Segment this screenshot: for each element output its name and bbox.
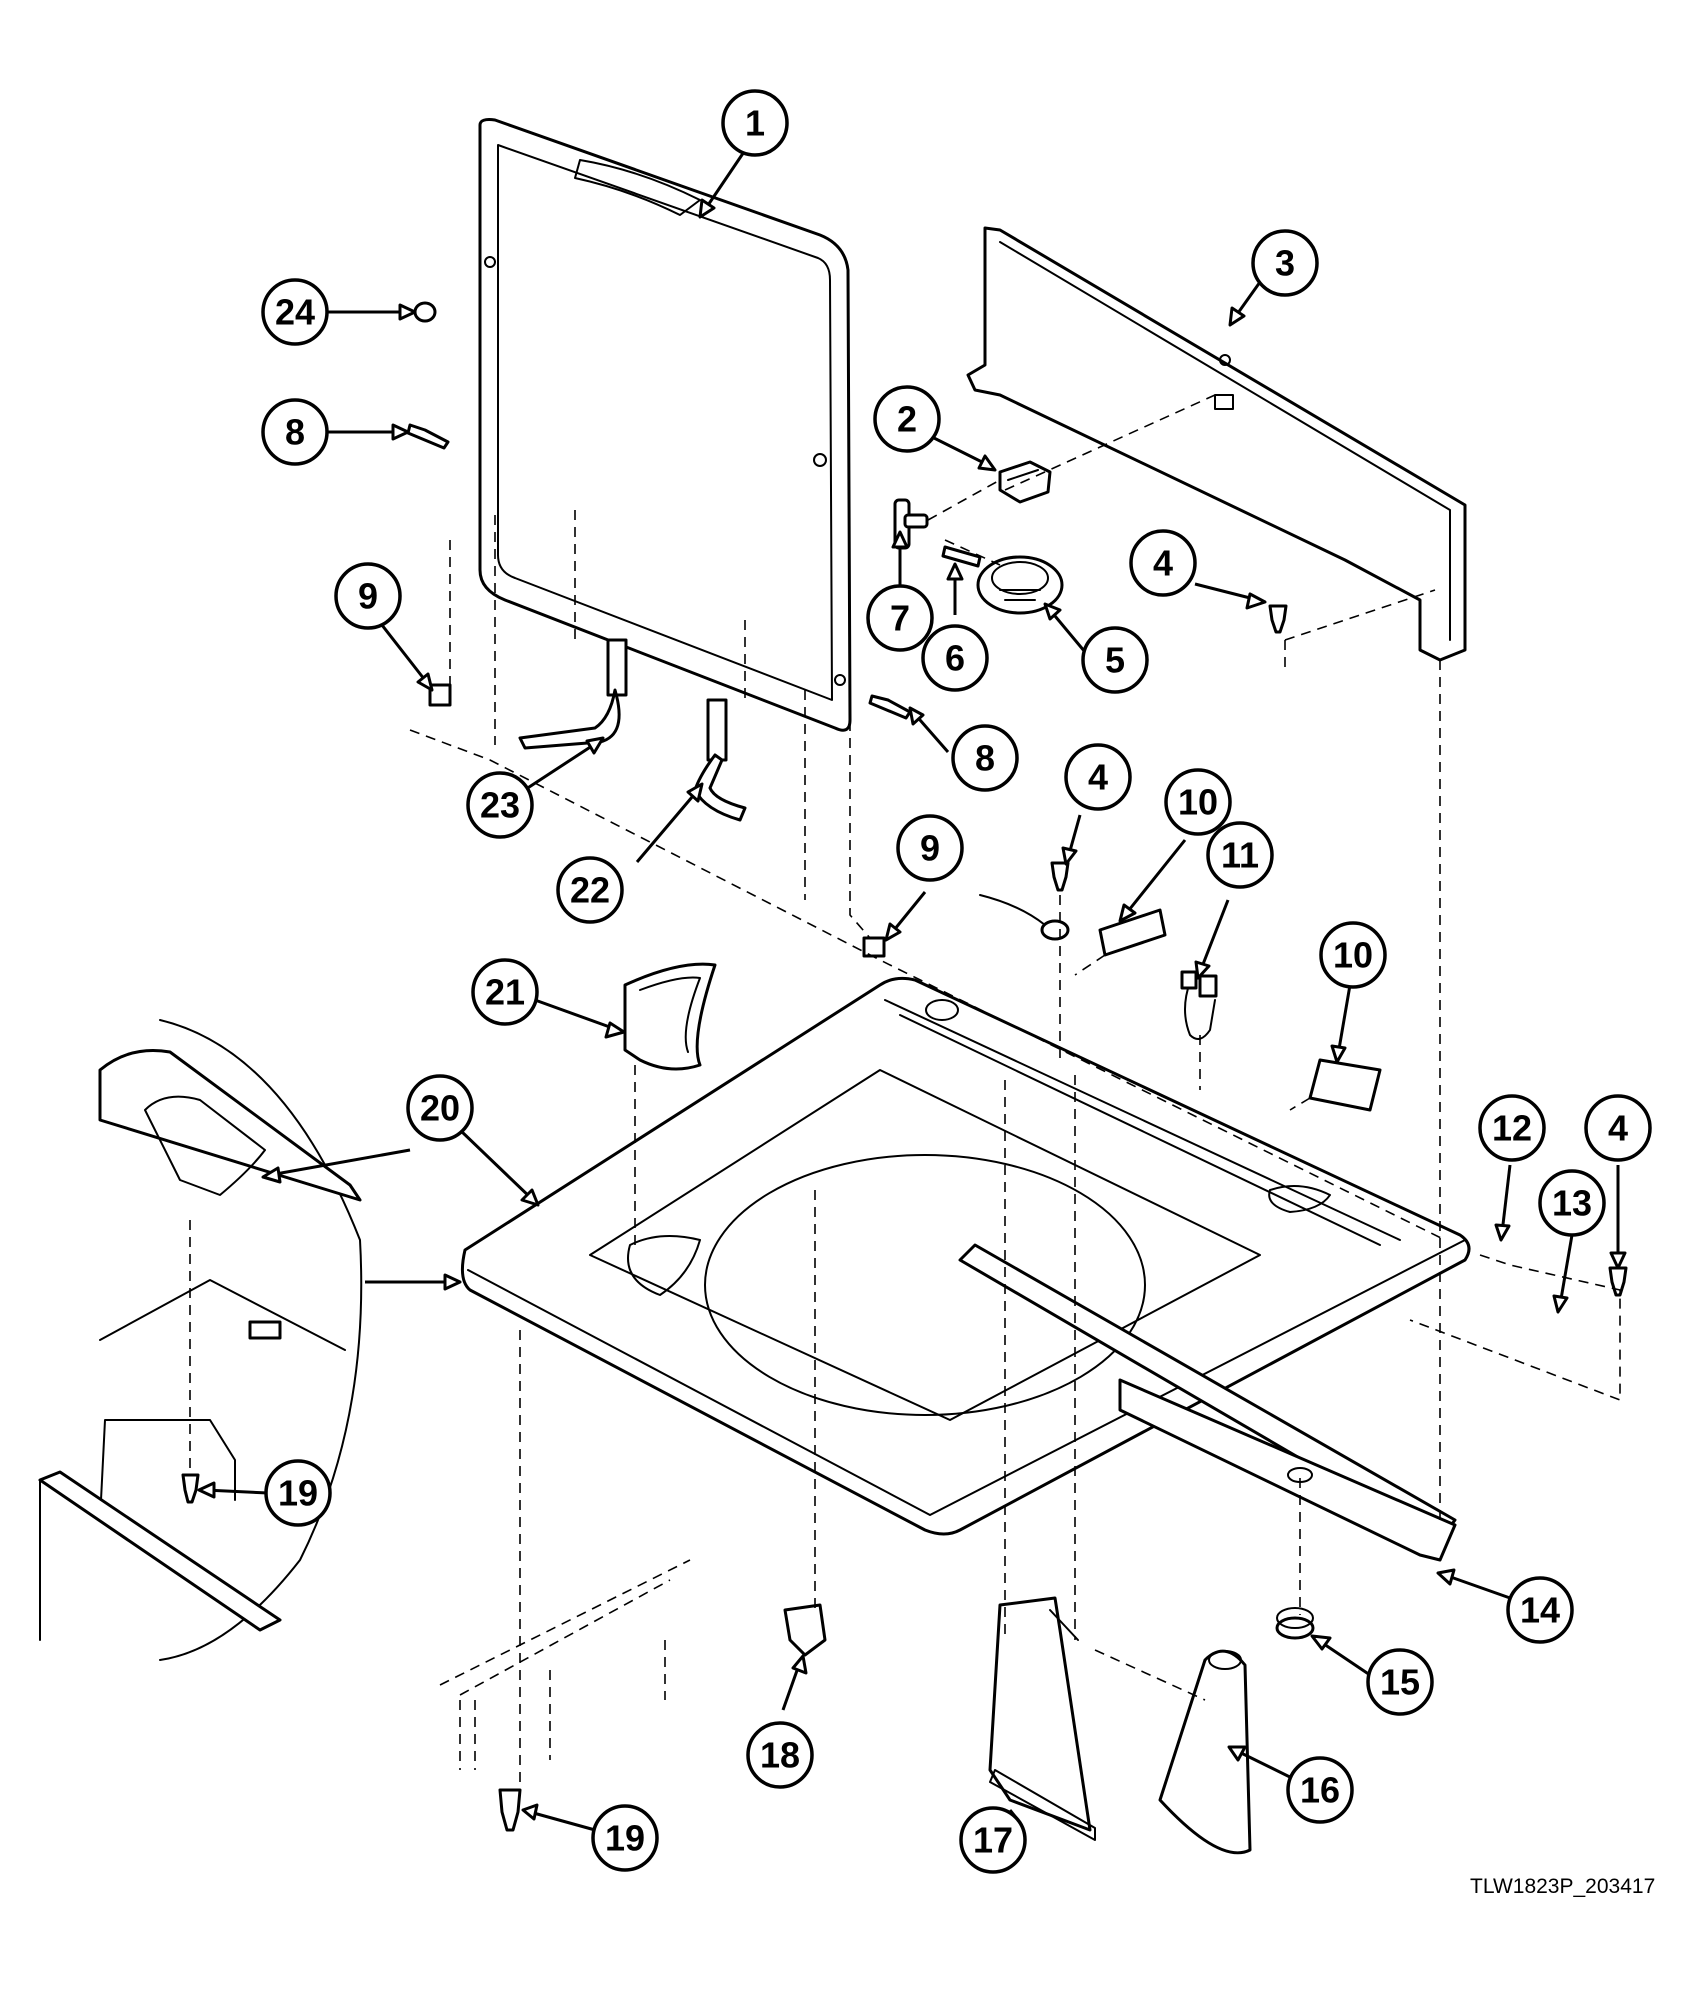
callout-4: 4 [1584, 1094, 1652, 1162]
callout-label: 5 [1105, 640, 1125, 681]
callout-label: 9 [358, 576, 378, 617]
alignment-lines [189, 394, 1621, 1790]
callout-8: 8 [951, 724, 1019, 792]
leg-shroud [1158, 1649, 1252, 1855]
callout-label: 19 [605, 1818, 645, 1859]
wire-harness [1180, 970, 1218, 1040]
callout-2: 2 [873, 385, 941, 453]
callout-label: 9 [920, 828, 940, 869]
plug-button [413, 301, 437, 323]
callout-label: 10 [1333, 935, 1373, 976]
callout-label: 4 [1088, 757, 1108, 798]
callout-label: 23 [480, 785, 520, 826]
callout-13: 13 [1538, 1169, 1606, 1237]
callout-label: 6 [945, 638, 965, 679]
screw-4-b [1050, 861, 1070, 892]
callout-5: 5 [1081, 626, 1149, 694]
callout-14: 14 [1506, 1576, 1574, 1644]
callout-9: 9 [334, 562, 402, 630]
snubber-clip [783, 1603, 827, 1657]
callout-label: 24 [275, 292, 315, 333]
callout-12: 12 [1478, 1094, 1546, 1162]
callout-4: 4 [1064, 743, 1132, 811]
callout-24: 24 [261, 278, 329, 346]
label-upper [1098, 908, 1167, 957]
bleach-dispenser [623, 962, 717, 1071]
callout-label: 21 [485, 972, 525, 1013]
pressure-switch [976, 555, 1064, 615]
callout-10: 10 [1164, 768, 1232, 836]
callout-label: 12 [1492, 1108, 1532, 1149]
callout-21: 21 [471, 958, 539, 1026]
screw-19-inset [181, 1473, 200, 1504]
label-lower [1308, 1058, 1382, 1112]
screw-upper [406, 423, 450, 450]
callout-7: 7 [866, 584, 934, 652]
callout-label: 10 [1178, 782, 1218, 823]
callout-4: 4 [1129, 529, 1197, 597]
callout-19: 19 [264, 1459, 332, 1527]
inset-detail [38, 1019, 363, 1661]
lid-frame [478, 118, 852, 732]
callout-17: 17 [959, 1806, 1027, 1874]
callout-label: 18 [760, 1735, 800, 1776]
callout-8: 8 [261, 398, 329, 466]
callout-3: 3 [1251, 229, 1319, 297]
hinge-left [518, 638, 628, 750]
callout-9: 9 [896, 814, 964, 882]
clip-right [862, 936, 886, 958]
callout-19: 19 [591, 1804, 659, 1872]
grommet [1275, 1607, 1315, 1640]
callout-10: 10 [1319, 921, 1387, 989]
leader-lines [197, 139, 1627, 1832]
callout-20: 20 [406, 1074, 474, 1142]
callout-15: 15 [1366, 1648, 1434, 1716]
callout-label: 20 [420, 1088, 460, 1129]
callout-label: 4 [1608, 1108, 1628, 1149]
screw-4-a [1268, 604, 1288, 634]
callout-label: 17 [973, 1820, 1013, 1861]
callout-1: 1 [721, 89, 789, 157]
callout-label: 8 [285, 412, 305, 453]
screw-4-c [1608, 1266, 1628, 1297]
rear-rail [958, 1243, 1457, 1562]
callout-label: 8 [975, 738, 995, 779]
screw-lower [868, 694, 912, 720]
drawing-code: TLW1823P_203417 [1470, 1875, 1656, 1898]
callout-label: 16 [1300, 1770, 1340, 1811]
callout-label: 19 [278, 1473, 318, 1514]
callout-16: 16 [1286, 1756, 1354, 1824]
air-tube [941, 545, 982, 568]
leg-bracket [988, 1596, 1096, 1841]
callout-label: 22 [570, 870, 610, 911]
ground-wire [979, 894, 1046, 926]
callout-18: 18 [746, 1721, 814, 1789]
callout-label: 4 [1153, 543, 1173, 584]
callout-label: 2 [897, 399, 917, 440]
screw-19-bottom [498, 1788, 522, 1832]
callout-label: 14 [1520, 1590, 1560, 1631]
callout-label: 3 [1275, 243, 1295, 284]
hinge-right [693, 698, 747, 822]
callout-label: 15 [1380, 1662, 1420, 1703]
lid-switch [998, 460, 1052, 504]
callout-label: 1 [745, 103, 765, 144]
callout-label: 13 [1552, 1183, 1592, 1224]
callout-label: 11 [1221, 835, 1259, 876]
callout-label: 7 [890, 598, 910, 639]
console-bracket [966, 226, 1467, 662]
callout-11: 11 [1206, 821, 1274, 889]
callout-22: 22 [556, 856, 624, 924]
callout-6: 6 [921, 624, 989, 692]
callout-23: 23 [466, 771, 534, 839]
